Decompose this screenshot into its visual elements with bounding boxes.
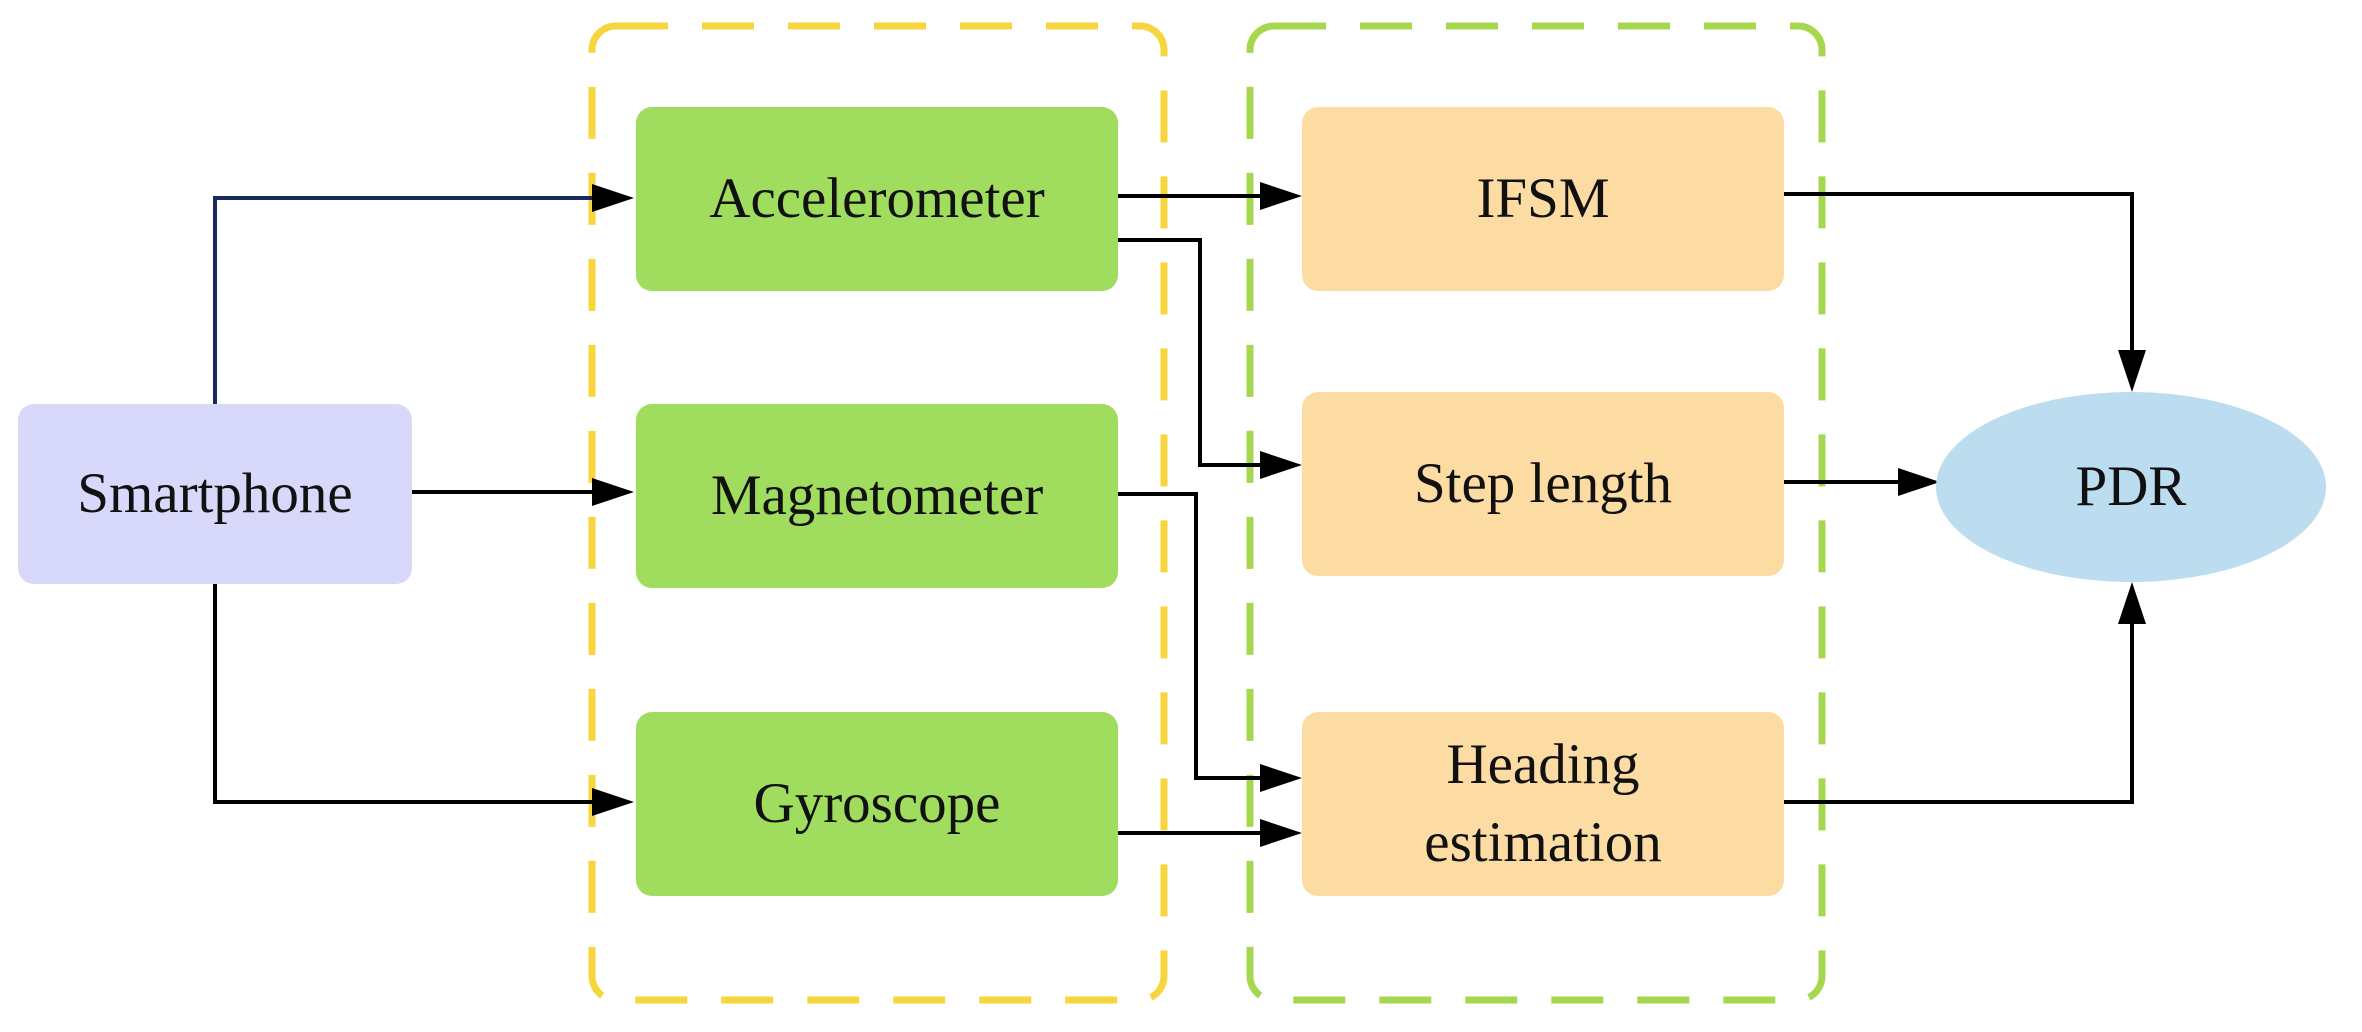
arrowhead-step-length <box>1260 451 1302 479</box>
ifsm-label: IFSM <box>1476 167 1610 230</box>
arrowhead-pdr-left <box>1898 468 1940 496</box>
arrowhead-heading-from-gyroscope <box>1260 819 1302 847</box>
sensor-group-frame <box>588 22 1168 1004</box>
arrowhead-gyroscope <box>592 788 634 816</box>
edge-smartphone-accelerometer <box>213 196 592 404</box>
pdr-label: PDR <box>2075 455 2187 518</box>
magnetometer-node: Magnetometer <box>636 404 1118 588</box>
ifsm-node: IFSM <box>1302 107 1784 291</box>
heading-estimation-label-line1: Heading <box>1446 733 1640 796</box>
accelerometer-label: Accelerometer <box>709 167 1045 230</box>
heading-estimation-label-line2: estimation <box>1424 811 1662 874</box>
gyroscope-label: Gyroscope <box>753 772 1001 835</box>
edge-heading-pdr <box>1784 620 2134 804</box>
edge-ifsm-pdr <box>1784 192 2134 352</box>
smartphone-label: Smartphone <box>77 462 353 525</box>
smartphone-node: Smartphone <box>18 404 412 584</box>
edge-accelerometer-step-length <box>1118 238 1262 467</box>
step-length-node: Step length <box>1302 392 1784 576</box>
pdr-node: PDR <box>1936 392 2326 582</box>
arrowhead-pdr-bottom <box>2118 582 2146 624</box>
edge-magnetometer-heading <box>1118 492 1262 780</box>
arrowhead-pdr-top <box>2118 350 2146 392</box>
processing-group-frame <box>1246 22 1826 1004</box>
arrowhead-ifsm <box>1260 182 1302 210</box>
gyroscope-node: Gyroscope <box>636 712 1118 896</box>
magnetometer-label: Magnetometer <box>710 464 1044 527</box>
heading-estimation-node: Heading estimation <box>1302 712 1784 896</box>
arrowhead-accelerometer <box>592 184 634 212</box>
edge-smartphone-gyroscope <box>213 584 592 804</box>
step-length-label: Step length <box>1413 452 1673 515</box>
accelerometer-node: Accelerometer <box>636 107 1118 291</box>
arrowhead-magnetometer <box>592 478 634 506</box>
arrowhead-heading-from-magnetometer <box>1260 764 1302 792</box>
